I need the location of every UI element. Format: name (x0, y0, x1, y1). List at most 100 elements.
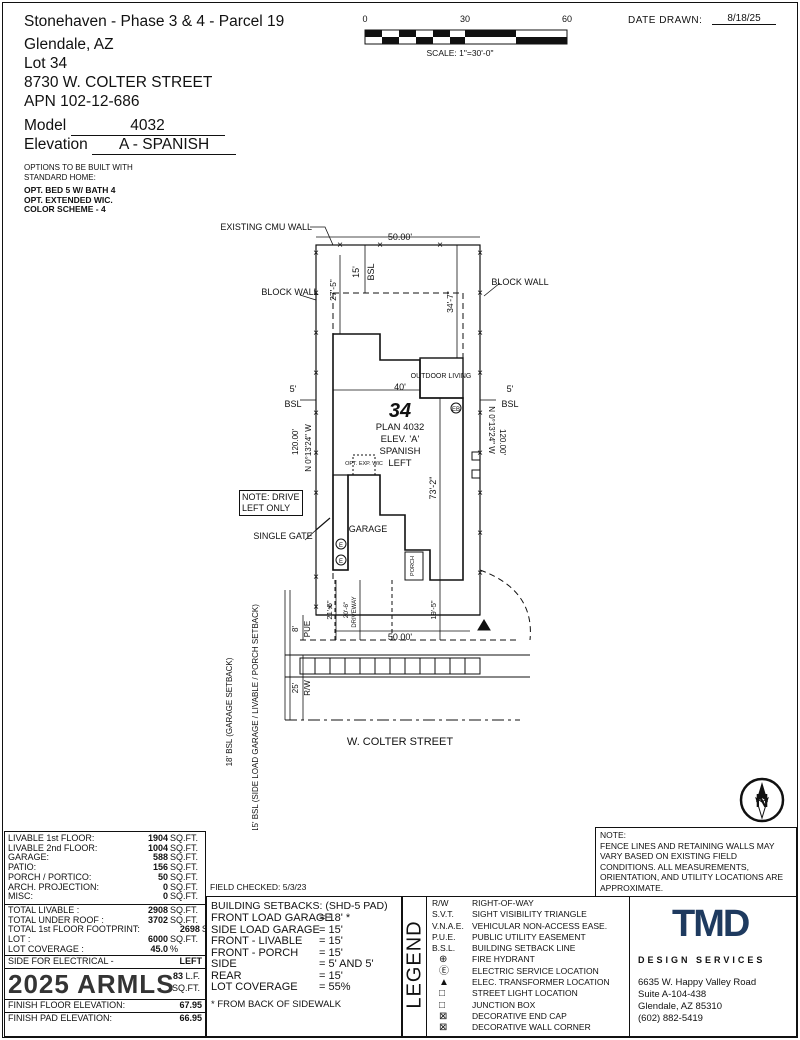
electrical-row: SIDE FOR ELECTRICAL - LEFT (8, 957, 202, 967)
fire-hydrant-icon: ⊕ (439, 954, 448, 966)
setback-label: SIDE (211, 958, 237, 970)
finish-floor-value: 67.95 (179, 1000, 202, 1011)
porch-label: PORCH (410, 556, 416, 576)
stat-unit: % (170, 943, 179, 954)
top-width: 50.00' (388, 232, 413, 242)
stat-unit: SQ.FT. (170, 862, 199, 873)
model-label: Model (24, 117, 67, 134)
dim-19-5: 19'-5" (429, 600, 438, 619)
note-text: FENCE LINES AND RETAINING WALLS MAY VARY… (600, 840, 784, 893)
house-depth: 73'-2" (428, 477, 438, 500)
setback-value: = 15' (319, 946, 343, 959)
finish-floor-row: FINISH FLOOR ELEVATION: 67.95 (8, 1000, 202, 1011)
stat-unit: SQ.FT. (170, 833, 199, 843)
setbacks-footnote: * FROM BACK OF SIDEWALK (211, 998, 342, 1010)
setback-row: FRONT - LIVABLE= 15' (211, 935, 397, 948)
rw-label: R/W (303, 680, 312, 696)
block-wall-left-label: BLOCK WALL (261, 287, 318, 297)
option-3: COLOR SCHEME - 4 (24, 204, 106, 214)
watermark-area: 2025 ARMLS 83 L.F. SQ.FT. (8, 969, 202, 999)
stat-unit: SQ.FT. (170, 871, 199, 882)
stat-unit: SQ.FT. (170, 881, 199, 892)
svg-text:E: E (339, 559, 343, 565)
left-bearing: N 0°13'24" W (304, 424, 313, 472)
legend-key: B.S.L. (432, 943, 456, 954)
city: Glendale, AZ (24, 36, 114, 53)
right-bearing: N 0°13'24" W (487, 406, 496, 454)
setback-value: = 55% (319, 981, 351, 993)
electrical-label: SIDE FOR ELECTRICAL - (8, 956, 114, 967)
setback-value: = 15' (319, 923, 343, 936)
setback-label: SIDE LOAD GARAGE (211, 923, 320, 936)
setback-row: SIDE= 5' AND 5' (211, 958, 397, 971)
area-unit: SQ.FT. (171, 983, 200, 994)
setback-value: = 15' (319, 969, 343, 982)
svg-text:×: × (477, 408, 483, 419)
street-light-icon: □ (439, 988, 446, 1000)
stat-value: 0 (162, 881, 168, 892)
svg-text:EB: EB (452, 407, 460, 413)
note-title: NOTE: (600, 830, 626, 840)
rear-bsl: BSL (366, 263, 376, 280)
outdoor-living-label: OUTDOOR LIVING (411, 373, 472, 380)
plan-text-4: LEFT (388, 458, 411, 469)
svg-text:×: × (313, 572, 319, 583)
bottom-width: 50.00' (388, 632, 413, 642)
house-width: 40' (394, 382, 406, 392)
svg-text:×: × (313, 248, 319, 259)
stat-unit: SQ.FT. (170, 914, 199, 925)
svg-text:×: × (313, 448, 319, 459)
right-bsl: BSL (501, 399, 518, 409)
setback-value: = 15' (319, 935, 343, 947)
stat-label: LIVABLE 2nd FLOOR: (8, 842, 98, 853)
svg-text:×: × (437, 240, 443, 251)
legend-abbrev-row: S.V.T.SIGHT VISIBILITY TRIANGLE (432, 909, 610, 920)
scale-label: SCALE: 1"=30'-0" (427, 48, 494, 58)
setback-row: LOT COVERAGE= 55% (211, 981, 397, 994)
legend-abbrev-row: B.S.L. BUILDING SETBACK LINE (432, 943, 610, 954)
setback-row: FRONT LOAD GARAGE= 18' * (211, 912, 397, 925)
legend-text: SIGHT VISIBILITY TRIANGLE (472, 909, 587, 920)
dim-20-6: 20'-6" (343, 601, 350, 618)
stat-label: LOT : (8, 934, 31, 945)
setbacks-box: BUILDING SETBACKS: (SHD-5 PAD) FRONT LOA… (206, 896, 402, 1037)
scale-tick-0: 0 (362, 14, 367, 24)
elevation-row: Elevation A - SPANISH (24, 136, 237, 155)
sidewalk (299, 657, 481, 675)
stat-label: TOTAL LIVABLE : (8, 904, 80, 915)
legend-symbol-row: □STREET LIGHT LOCATION (432, 988, 610, 999)
setback-label: FRONT LOAD GARAGE (211, 912, 332, 924)
setback-value: = 18' * (319, 912, 351, 924)
single-gate-icon (315, 517, 331, 531)
options-title: OPTIONS TO BE BUILT WITH STANDARD HOME: (24, 163, 133, 182)
option-2: OPT. EXTENDED WIC. (24, 194, 113, 205)
legend-text: DECORATIVE END CAP (472, 1010, 567, 1021)
company-logo: TMD (672, 903, 750, 945)
apn: APN 102-12-686 (24, 93, 140, 110)
legend-symbol-row: ▲ELEC. TRANSFORMER LOCATION (432, 977, 610, 988)
finish-pad-value: 66.95 (179, 1012, 202, 1023)
setback-row: FRONT - PORCH= 15' (211, 946, 397, 960)
company-sub: DESIGN SERVICES (638, 955, 766, 965)
legend-text: DECORATIVE WALL CORNER (472, 1022, 591, 1033)
pue-8: 8' (291, 626, 300, 632)
legend-symbol-row: □JUNCTION BOX (432, 1000, 610, 1011)
stat-unit: SQ.FT. (170, 934, 199, 945)
lot-number: Lot 34 (24, 55, 68, 72)
legend-text: RIGHT-OF-WAY (472, 898, 534, 908)
single-gate-label: SINGLE GATE (253, 531, 312, 541)
svg-text:×: × (313, 328, 319, 339)
legend-text: BUILDING SETBACK LINE (472, 943, 576, 954)
company-address-2: Suite A-104-438 (638, 989, 707, 1000)
svg-text:×: × (477, 248, 483, 259)
legend-text: ELEC. TRANSFORMER LOCATION (472, 977, 610, 988)
end-cap-icon (450, 402, 462, 414)
